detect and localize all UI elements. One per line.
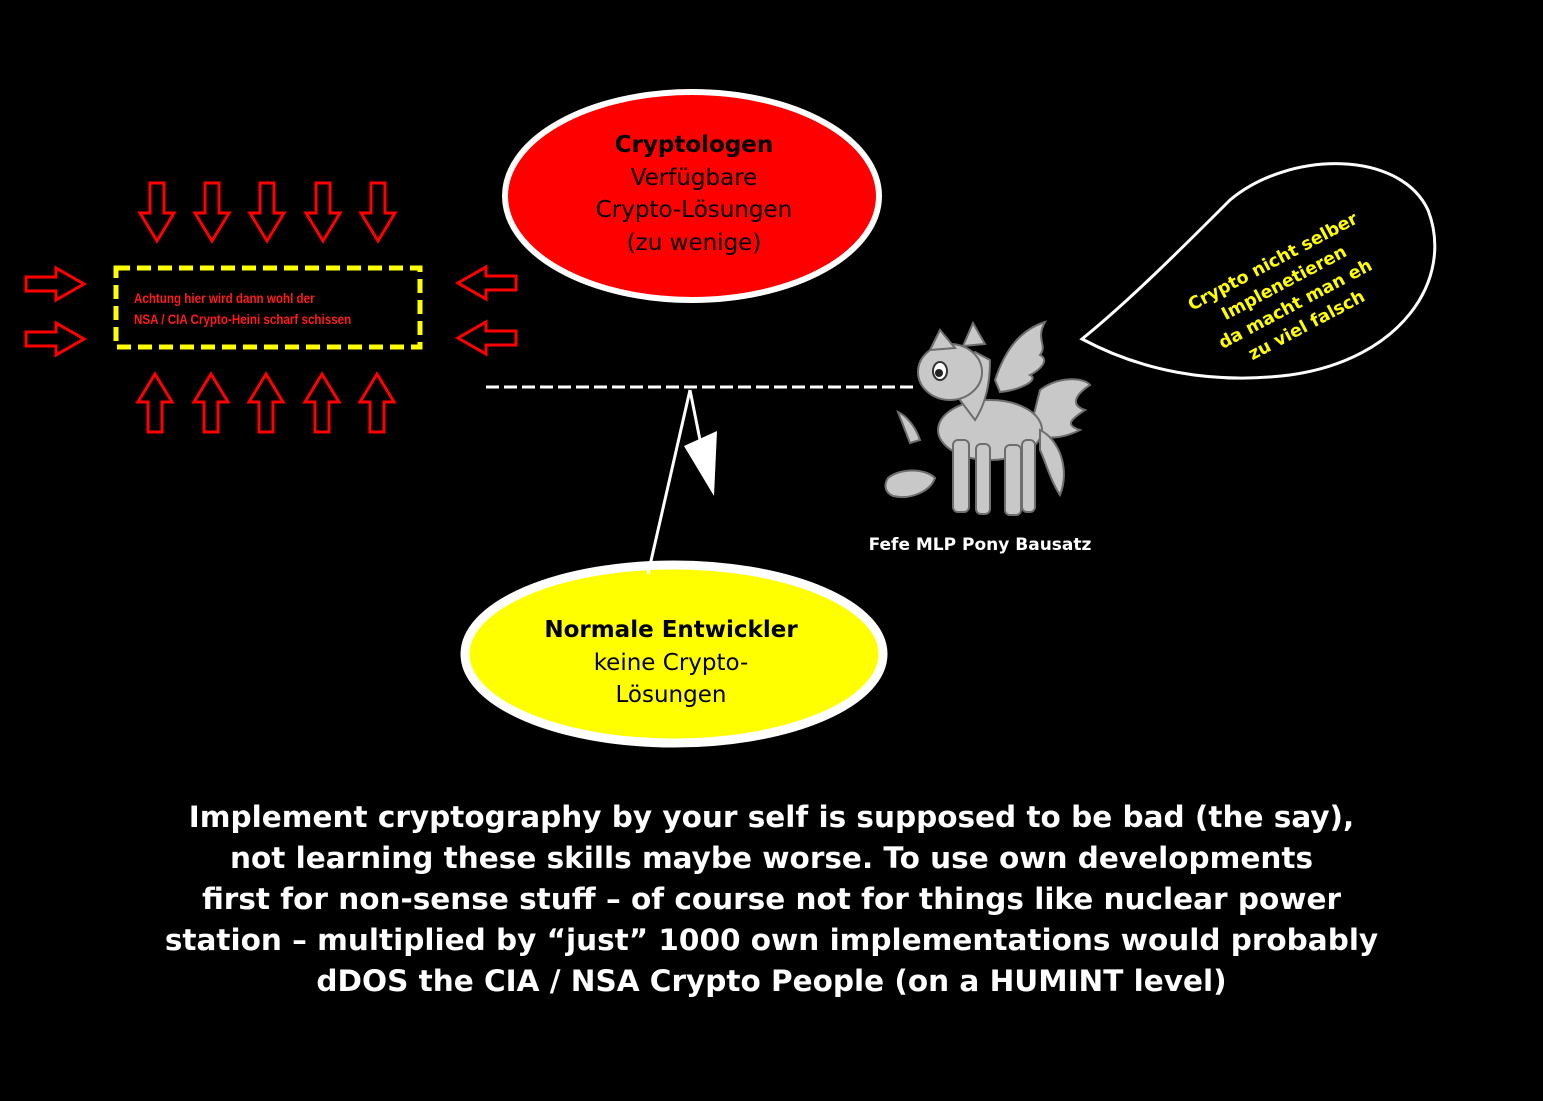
developers-line-2: Lösungen bbox=[615, 682, 727, 708]
arrow-down-icon bbox=[138, 181, 176, 243]
cryptologen-line-1: Verfügbare bbox=[630, 164, 758, 191]
bottom-line-1: Implement cryptography by your self is s… bbox=[188, 800, 1355, 834]
developers-ellipse bbox=[460, 560, 888, 748]
pony-caption: Fefe MLP Pony Bausatz bbox=[868, 535, 1092, 555]
lightning-arrow-icon bbox=[646, 389, 717, 575]
arrow-up-icon bbox=[358, 372, 396, 434]
arrow-down-icon bbox=[359, 181, 397, 243]
warning-line-2: NSA / CIA Crypto-Heini scharf schissen bbox=[134, 312, 352, 327]
arrow-right-icon bbox=[24, 321, 86, 357]
arrow-up-icon bbox=[192, 372, 230, 434]
bottom-line-4: station – multiplied by “just” 1000 own … bbox=[164, 923, 1379, 957]
cryptologen-label: Cryptologen Verfügbare Crypto-Lösungen (… bbox=[544, 129, 844, 259]
developers-line-1: keine Crypto- bbox=[593, 649, 749, 676]
bottom-line-2: not learning these skills maybe worse. T… bbox=[229, 841, 1314, 875]
arrow-left-icon bbox=[456, 265, 518, 301]
warning-box bbox=[113, 265, 423, 350]
arrows-top bbox=[138, 181, 397, 243]
arrow-right-icon bbox=[24, 266, 86, 302]
developers-title: Normale Entwickler bbox=[544, 617, 798, 643]
bottom-paragraph: Implement cryptography by your self is s… bbox=[40, 797, 1503, 1002]
arrow-down-icon bbox=[304, 181, 342, 243]
cryptologen-line-2: Crypto-Lösungen bbox=[595, 197, 793, 223]
arrow-up-icon bbox=[247, 372, 285, 434]
arrows-left bbox=[24, 266, 86, 357]
arrow-down-icon bbox=[193, 181, 231, 243]
cryptologen-line-3: (zu wenige) bbox=[626, 229, 762, 256]
arrows-bottom bbox=[136, 372, 396, 434]
arrow-left-icon bbox=[456, 320, 518, 356]
speech-bubble bbox=[1079, 162, 1437, 380]
arrows-right bbox=[456, 265, 518, 356]
arrow-up-icon bbox=[303, 372, 341, 434]
bottom-line-3: first for non-sense stuff – of course no… bbox=[201, 882, 1342, 916]
warning-line-1: Achtung hier wird dann wohl der bbox=[134, 291, 315, 306]
cryptologen-ellipse bbox=[502, 89, 882, 303]
cryptologen-title: Cryptologen bbox=[614, 132, 774, 158]
warning-text: Achtung hier wird dann wohl der NSA / CI… bbox=[134, 288, 375, 330]
bottom-line-5: dDOS the CIA / NSA Crypto People (on a H… bbox=[316, 964, 1227, 998]
developers-label: Normale Entwickler keine Crypto- Lösunge… bbox=[506, 614, 836, 712]
arrow-down-icon bbox=[248, 181, 286, 243]
pony-icon bbox=[884, 320, 1092, 516]
arrow-up-icon bbox=[136, 372, 174, 434]
